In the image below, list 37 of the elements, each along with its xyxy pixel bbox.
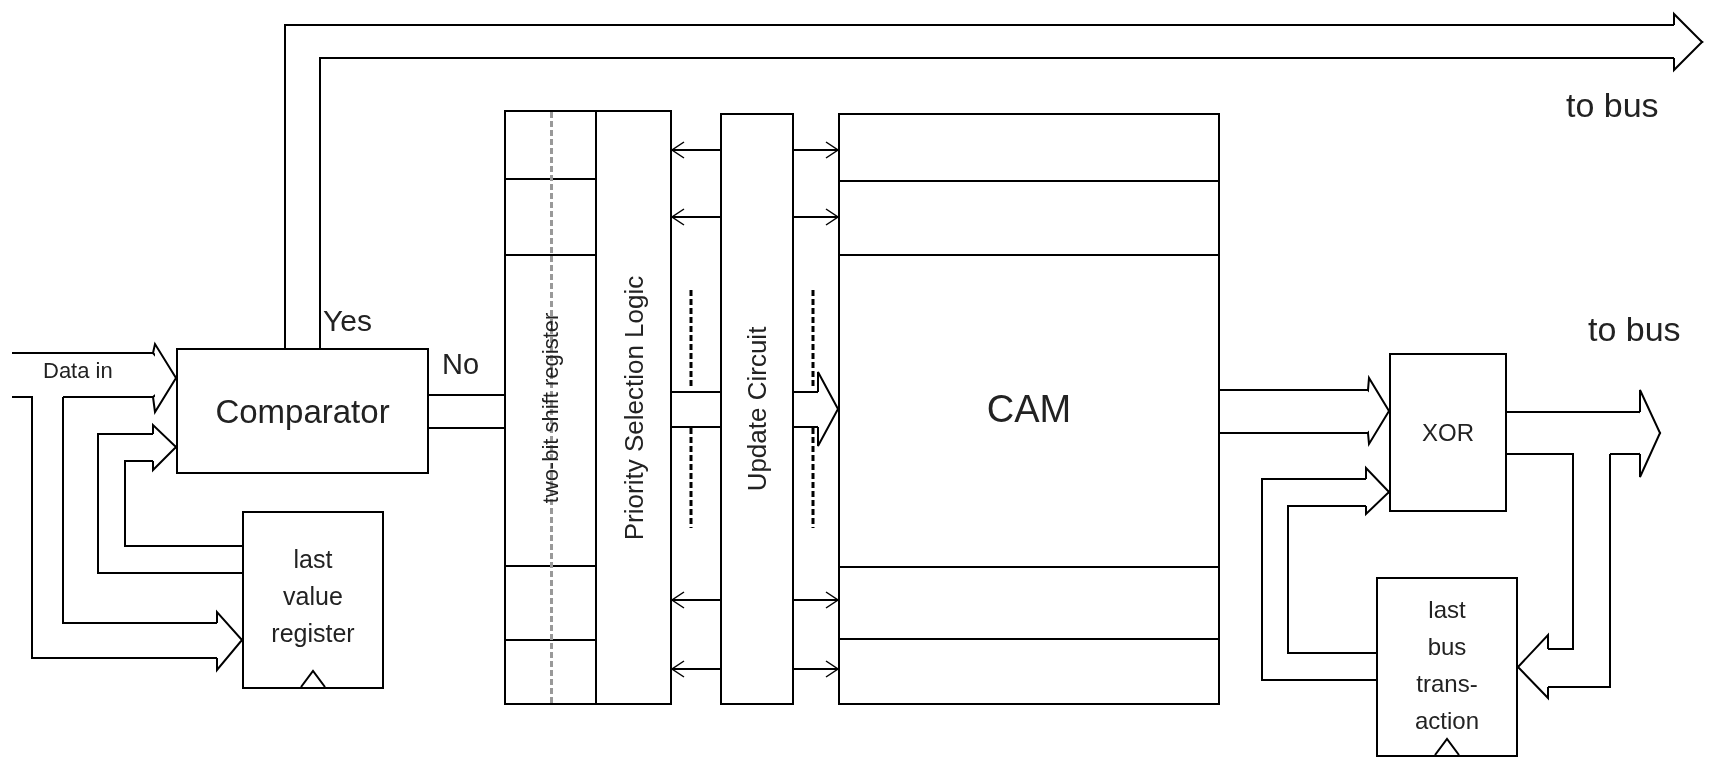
bus-arrow [11,396,244,671]
bus-arrow [97,424,243,574]
register-box [1376,577,1518,757]
arrow [793,141,839,159]
register-box [242,511,384,689]
logic-block [595,110,672,705]
arrow [671,141,721,159]
arrow [793,591,839,609]
node-label: Comparator [215,394,390,428]
arrow [793,660,839,678]
shift-register-box [504,110,597,705]
memory-block [838,113,1220,705]
bus-arrow [793,371,840,447]
bus-arrow [1506,453,1611,699]
node-label: two-bit shift register [539,312,562,503]
arrow [793,208,839,226]
xor-box [1389,353,1507,512]
comparator-box [176,348,429,474]
node-label: CAM [986,390,1072,428]
arrow [671,591,721,609]
bus-arrow [428,394,505,429]
node-label: XOR [1422,420,1474,445]
bus-arrow [284,13,1704,349]
circuit-block [720,113,794,705]
bus-arrow [11,343,178,413]
bus-label: to bus [1566,88,1659,122]
bus-arrow [1219,377,1391,445]
node-label: last value register [270,544,356,649]
bus-arrow [671,391,721,428]
bus-arrow [1506,389,1662,478]
bus-label: to bus [1588,312,1681,346]
node-label: Priority Selection Logic [620,275,647,540]
node-label: last bus trans- action [1413,595,1480,736]
arrow [671,208,721,226]
bus-arrow [1261,467,1391,681]
node-label: Update Circuit [744,326,770,492]
arrow [671,660,721,678]
